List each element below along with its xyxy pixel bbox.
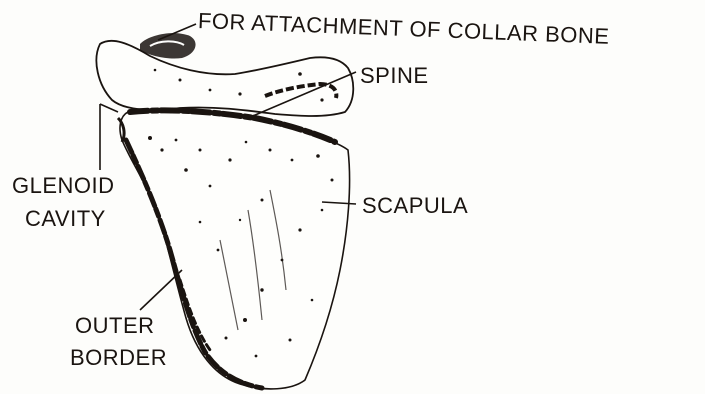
label-border: BORDER (70, 345, 167, 371)
label-glenoid: GLENOID (12, 173, 115, 199)
label-outer: OUTER (75, 313, 155, 339)
label-spine: SPINE (360, 63, 429, 89)
leader-outer-border (140, 270, 182, 310)
label-cavity: CAVITY (25, 206, 106, 232)
label-scapula: SCAPULA (362, 193, 468, 219)
leader-glenoid-top (100, 104, 118, 112)
acromion-process (96, 41, 353, 116)
